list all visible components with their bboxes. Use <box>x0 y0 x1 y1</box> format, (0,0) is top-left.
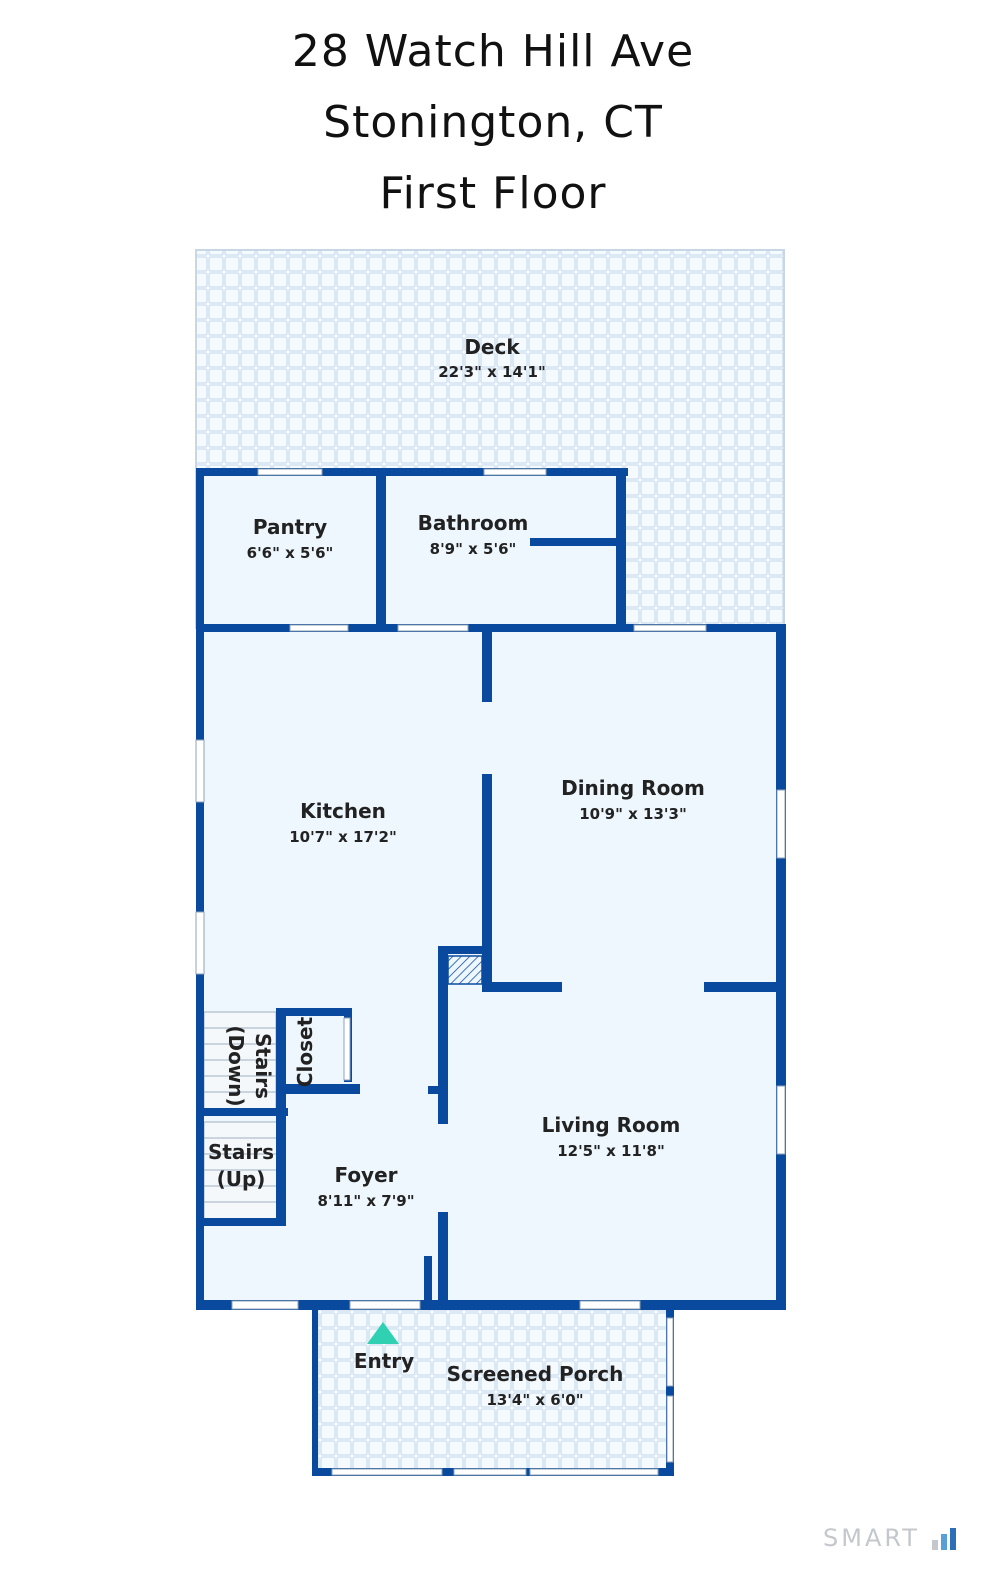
pantry-dims: 6'6" x 5'6" <box>247 544 334 562</box>
kitchen-dims: 10'7" x 17'2" <box>289 828 397 846</box>
entry-marker-icon <box>367 1322 399 1344</box>
entry-label: Entry <box>354 1349 414 1373</box>
windows <box>195 468 786 1476</box>
bathroom-dims: 8'9" x 5'6" <box>430 540 517 558</box>
stairs-up-label-2: (Up) <box>217 1167 266 1191</box>
screened-porch-dims: 13'4" x 6'0" <box>486 1391 583 1409</box>
kitchen-label: Kitchen <box>300 799 386 823</box>
bathroom-label: Bathroom <box>418 511 529 535</box>
dining-room-dims: 10'9" x 13'3" <box>579 805 687 823</box>
address-line: 28 Watch Hill Ave <box>291 26 695 77</box>
logo-bars-icon <box>932 1528 966 1550</box>
closet-label: Closet <box>293 1016 317 1087</box>
pantry-label: Pantry <box>253 515 327 539</box>
deck-label: Deck <box>464 335 520 359</box>
dining-room-label: Dining Room <box>561 776 705 800</box>
smart-mls-logo: SMART <box>823 1524 920 1552</box>
stairs-down <box>203 1011 277 1111</box>
porch-area <box>314 1306 674 1474</box>
city-line: Stonington, CT <box>323 97 663 148</box>
walls <box>196 468 786 1476</box>
stairs-up <box>203 1121 279 1221</box>
foyer-dims: 8'11" x 7'9" <box>317 1192 414 1210</box>
floor-label: First Floor <box>379 168 607 219</box>
living-room-label: Living Room <box>542 1113 681 1137</box>
deck-dims: 22'3" x 14'1" <box>438 363 546 381</box>
living-room-dims: 12'5" x 11'8" <box>557 1142 665 1160</box>
logo-text: SMART <box>823 1524 920 1552</box>
pantry-area <box>200 474 380 626</box>
stairs-down-label: Stairs <box>251 1033 275 1099</box>
structural-column <box>447 955 483 985</box>
foyer-label: Foyer <box>334 1163 397 1187</box>
stairs-down-label-2: (Down) <box>224 1025 248 1106</box>
screened-porch-label: Screened Porch <box>447 1362 624 1386</box>
bathroom-area <box>380 474 622 626</box>
stairs-up-label: Stairs <box>208 1140 274 1164</box>
